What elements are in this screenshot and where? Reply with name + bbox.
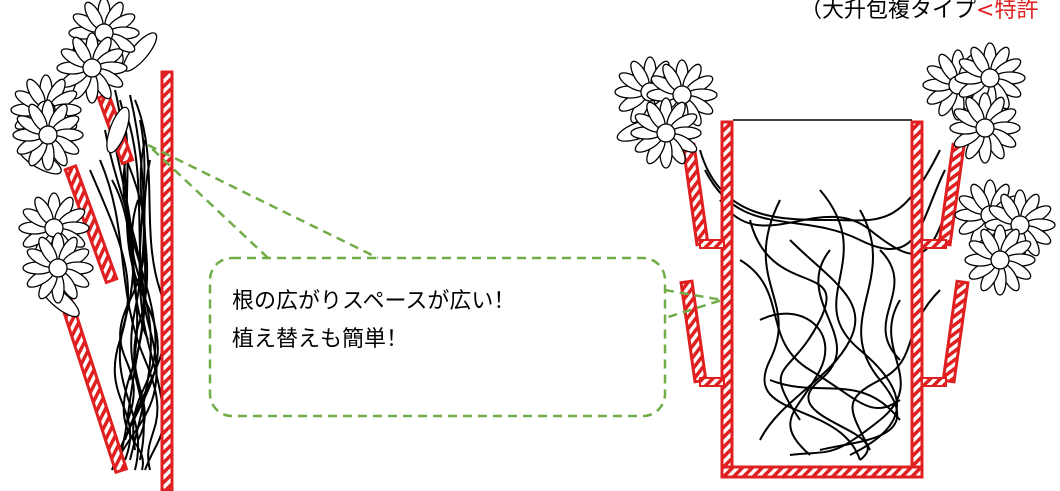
left-planter bbox=[10, 0, 174, 491]
right-planter bbox=[614, 42, 1056, 479]
header-prefix: （大升包複タイプ bbox=[800, 0, 977, 23]
callout-text: 根の広がりスペースが広い！ 植え替えも簡単！ bbox=[232, 283, 515, 359]
callout-bubble bbox=[147, 143, 723, 418]
header-highlight: <特許 bbox=[976, 0, 1039, 23]
callout-line-1: 根の広がりスペースが広い！ bbox=[232, 289, 516, 314]
header-label: （大升包複タイプ<特許 bbox=[800, 0, 1038, 24]
callout-line-2: 植え替えも簡単！ bbox=[232, 327, 409, 352]
left-roots bbox=[89, 89, 167, 471]
